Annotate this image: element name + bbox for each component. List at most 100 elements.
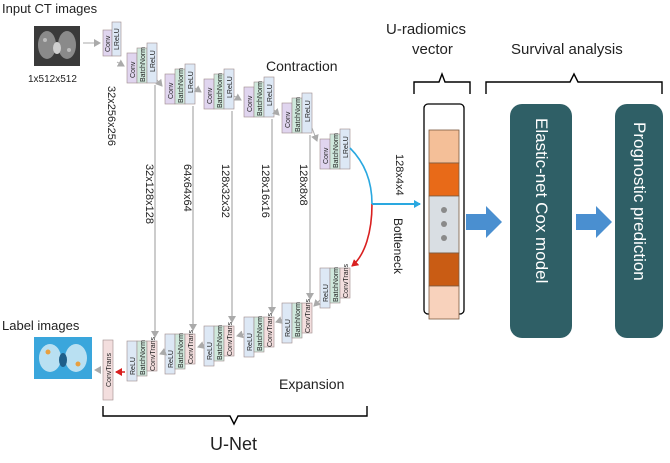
encoder-block-5: Conv BatchNorm LReLU [281,92,313,134]
enc1-batchnorm-label: BatchNorm [140,47,147,82]
decoder-block-4: ReLU BatchNorm ConvTrans [203,322,235,367]
survival-brace [485,72,663,94]
dec1-relu-label: ReLU [323,284,330,302]
uradiomics-line1: U-radiomics [386,21,466,38]
enc1-conv-label: Conv [130,61,137,78]
enc2-batchnorm-label: BatchNorm [178,68,185,103]
unet-brace [102,406,368,426]
encoder-arrows [83,39,319,142]
encoder-block-4: Conv BatchNorm LReLU [243,76,275,118]
uradiomics-vector [423,103,465,320]
up-arrow-2 [275,316,283,324]
enc2-lrelu-label: LReLU [188,71,195,93]
bottleneck-curve-blue [349,147,373,205]
prognostic-label: Prognostic prediction [630,122,649,281]
final-convtrans-block: ConvTrans [102,339,114,401]
down-arrow-5 [271,107,280,116]
input-conv-label: Conv [105,35,112,52]
dec1-convtrans-label: ConvTrans [343,264,350,298]
cox-model-label: Elastic-net Cox model [532,118,551,283]
up-arrow-4 [197,341,205,349]
enc3-batchnorm-label: BatchNorm [217,73,224,108]
bottleneck-dim-label: 128x4x4 [393,154,405,196]
down-arrow-2 [155,78,163,87]
dec2-relu-label: ReLU [285,319,292,337]
input-ct-label: Input CT images [2,1,98,16]
vector-dot-1 [441,207,447,213]
enc3-conv-label: Conv [207,87,214,104]
dec6-batchnorm-label: BatchNorm [140,340,147,375]
dec1-batchnorm-label: BatchNorm [333,267,340,302]
encoder-block-6: Conv BatchNorm LReLU [319,128,351,170]
dec3-relu-label: ReLU [247,333,254,351]
down-arrow-1 [116,59,125,67]
uradiomics-line2: vector [412,41,453,58]
encoder-block-2: Conv BatchNorm LReLU [164,63,196,105]
decoder-block-5: ReLU BatchNorm ConvTrans [164,330,196,375]
survival-analysis-label: Survival analysis [511,41,623,58]
big-arrow-1 [466,206,502,238]
dec6-relu-label: ReLU [130,357,137,375]
dim-label-4: 128x32x32 [219,164,231,218]
enc4-conv-label: Conv [247,95,254,112]
bottleneck-label: Bottleneck [391,218,405,275]
prognostic-box: Prognostic prediction [615,104,663,338]
down-arrow-4 [233,93,242,101]
down-arrow-3 [193,85,202,93]
dec3-batchnorm-label: BatchNorm [257,316,264,351]
dim-label-2: 32x128x128 [143,164,155,224]
dim-label-5: 128x16x16 [259,164,271,218]
dec5-convtrans-label: ConvTrans [188,330,195,364]
decoder-block-2: ReLU BatchNorm ConvTrans [281,299,313,344]
dec5-relu-label: ReLU [168,350,175,368]
label-image [34,337,92,379]
decoder-block-6: ReLU BatchNorm ConvTrans [126,337,158,382]
bottleneck-curve-red [351,203,373,267]
up-arrow-3 [236,330,245,339]
final-convtrans-label: ConvTrans [106,353,113,387]
vector-cell-1 [428,129,460,164]
enc4-lrelu-label: LReLU [267,84,274,106]
uradiomics-brace [413,72,471,94]
vector-cell-5 [428,285,460,320]
dec3-convtrans-label: ConvTrans [267,313,274,347]
dec4-convtrans-label: ConvTrans [227,322,234,356]
up-arrow-5 [159,348,168,356]
dim-label-1: 32x256x256 [105,86,117,146]
enc5-lrelu-label: LReLU [305,100,312,122]
cox-model-box: Elastic-net Cox model [510,104,572,338]
enc5-batchnorm-label: BatchNorm [295,97,302,132]
decoder-block-1: ReLU BatchNorm ConvTrans [319,264,351,309]
expansion-label: Expansion [279,376,344,392]
label-images-title: Label images [2,318,80,333]
decoder-arrows [159,298,322,356]
up-arrow-1 [313,298,322,307]
skip-connections [151,85,314,338]
decoder-block-3: ReLU BatchNorm ConvTrans [243,313,275,358]
enc2-conv-label: Conv [168,82,175,99]
enc4-batchnorm-label: BatchNorm [257,81,264,116]
dim-label-6: 128x8x8 [297,164,309,206]
dec2-batchnorm-label: BatchNorm [295,302,302,337]
vector-dot-2 [441,221,447,227]
dec4-relu-label: ReLU [207,342,214,360]
encoder-block-3: Conv BatchNorm LReLU [203,68,235,110]
enc6-conv-label: Conv [323,147,330,164]
input-lrelu-label: LReLU [114,28,121,50]
enc6-batchnorm-label: BatchNorm [333,133,340,168]
input-conv-block: Conv LReLU [102,21,122,57]
down-arrow-6 [311,127,319,142]
big-arrow-2 [576,206,612,238]
enc1-lrelu-label: LReLU [150,50,157,72]
input-ct-image [34,26,80,66]
encoder-block-1: Conv BatchNorm LReLU [126,42,158,84]
vector-dot-3 [441,235,447,241]
input-dim-label: 1x512x512 [28,74,77,85]
dec5-batchnorm-label: BatchNorm [178,333,185,368]
enc5-conv-label: Conv [285,111,292,128]
vector-cell-4 [428,252,460,287]
dec6-convtrans-label: ConvTrans [150,337,157,371]
dec2-convtrans-label: ConvTrans [305,299,312,333]
